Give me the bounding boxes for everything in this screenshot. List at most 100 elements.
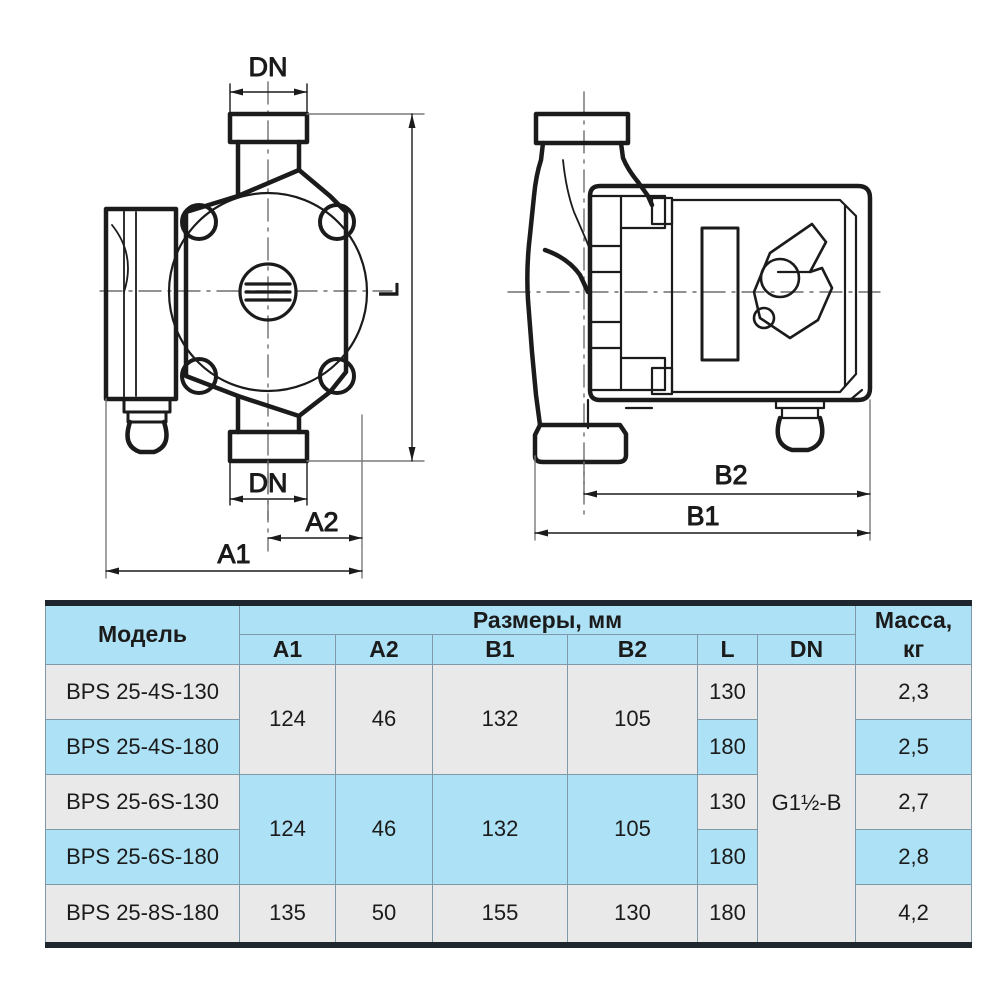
bolt-boss-top-left — [180, 203, 218, 241]
header-mass-line1: Масса, — [874, 607, 953, 633]
table-row[interactable]: BPS 25-4S-130 124 46 132 105 130 G1½-B 2… — [45, 663, 973, 945]
rib-notch-bottom — [650, 366, 674, 396]
cell-dn: G1½-B — [756, 663, 857, 945]
table-header-row-2: A1 A2 B1 B2 L DN — [46, 634, 972, 665]
bolt-boss-bottom-right — [318, 357, 356, 395]
volute-inner-line — [562, 159, 590, 248]
cell-a1: 124 — [239, 773, 336, 885]
table-head: Модель Размеры, мм Масса, кг A1 A2 B1 B2… — [45, 602, 973, 665]
header-dimensions-group: Размеры, мм — [238, 602, 857, 636]
dimension-a2 — [267, 414, 363, 552]
dimension-dn-bottom — [229, 460, 308, 506]
dim-label-b2: B2 — [714, 460, 747, 490]
cell-model: BPS 25-4S-130 — [45, 663, 240, 720]
rib-notch-top — [650, 196, 674, 226]
cell-a2: 46 — [335, 663, 433, 775]
cell-a1: 135 — [239, 883, 336, 946]
vent-plug-outer — [238, 262, 298, 322]
cell-b1: 132 — [432, 663, 568, 775]
header-a1: A1 — [239, 634, 336, 665]
cell-b1: 132 — [432, 773, 568, 885]
motor-housing — [587, 183, 873, 403]
specifications-table-container: Модель Размеры, мм Масса, кг A1 A2 B1 B2… — [45, 600, 973, 948]
header-dn: DN — [756, 634, 857, 665]
cell-model: BPS 25-8S-180 — [45, 883, 240, 946]
table-body: BPS 25-4S-130 124 46 132 105 130 G1½-B 2… — [45, 663, 973, 946]
cell-b2: 105 — [567, 773, 698, 885]
cable-gland-body — [126, 410, 168, 424]
dimension-l — [306, 113, 425, 462]
display-panel — [700, 226, 740, 362]
dim-label-l: L — [374, 282, 404, 297]
technical-drawings-area: DN DN L — [99, 52, 881, 579]
bolt-boss-bottom-left — [180, 357, 218, 395]
cable-gland-nut — [125, 419, 169, 455]
pump-front-view: DN DN L — [99, 52, 425, 579]
header-model: Модель — [45, 602, 240, 665]
top-neck — [235, 139, 302, 199]
side-gland-body — [780, 406, 820, 420]
rib-top-block — [619, 194, 667, 230]
side-gland-nut — [775, 415, 825, 453]
selector-emblem-line — [776, 240, 828, 274]
header-b2: B2 — [567, 634, 698, 665]
header-mass-line2: кг — [903, 635, 925, 662]
cell-mass: 2,3 — [855, 663, 973, 720]
cell-l: 130 — [697, 773, 758, 830]
cell-model: BPS 25-6S-130 — [45, 773, 240, 830]
cell-mass: 2,8 — [855, 828, 973, 885]
bottom-neck — [235, 393, 302, 435]
cell-b1: 155 — [432, 883, 568, 946]
volute-left-wall — [525, 140, 546, 428]
header-a2: A2 — [335, 634, 433, 665]
dim-label-a2: A2 — [305, 507, 338, 537]
cell-model: BPS 25-4S-180 — [45, 718, 240, 775]
dim-label-dn-top: DN — [249, 52, 288, 82]
table-row[interactable]: BPS 25-8S-180 135 50 155 130 180 4,2 — [45, 883, 973, 946]
cell-b2: 105 — [567, 663, 698, 775]
selector-indicator-dot — [752, 306, 776, 330]
table-row[interactable]: BPS 25-6S-130 124 46 132 105 130 2,7 — [45, 773, 973, 885]
header-l: L — [697, 634, 758, 665]
cell-mass: 4,2 — [855, 883, 973, 946]
selector-emblem — [752, 222, 834, 340]
cell-a2: 50 — [335, 883, 433, 946]
volute-right-wall — [618, 140, 655, 208]
dim-label-a1: A1 — [217, 539, 250, 569]
cell-a2: 46 — [335, 773, 433, 885]
terminal-box — [103, 206, 179, 402]
bolt-boss-top-right — [318, 203, 356, 241]
side-gland-base — [774, 398, 826, 410]
selector-knob — [759, 257, 801, 299]
cell-b2: 130 — [567, 883, 698, 946]
pump-housing — [183, 167, 349, 419]
cell-model: BPS 25-6S-180 — [45, 828, 240, 885]
rib-lines — [588, 194, 667, 392]
dimension-a1 — [105, 398, 363, 579]
table-row[interactable]: BPS 25-6S-180 180 2,8 — [45, 828, 973, 885]
motor-flange-circle — [167, 191, 369, 393]
cell-l: 180 — [697, 883, 758, 946]
side-top-flange — [533, 111, 631, 146]
specifications-table: Модель Размеры, мм Масса, кг A1 A2 B1 B2… — [45, 600, 973, 948]
cell-l: 180 — [697, 828, 758, 885]
pump-side-view: B2 B1 — [507, 91, 881, 541]
vent-plug-slot — [244, 282, 292, 302]
pump-dimension-drawing-svg: DN DN L — [99, 52, 881, 579]
rib-bottom-block — [619, 356, 667, 392]
side-bottom-bevel — [822, 388, 864, 402]
side-bottom-flange — [532, 422, 629, 465]
dim-label-b1: B1 — [686, 501, 719, 531]
cell-l: 180 — [697, 718, 758, 775]
cell-l: 130 — [697, 663, 758, 720]
dimension-b2 — [583, 399, 871, 501]
terminal-box-curve — [111, 224, 129, 293]
cell-mass: 2,5 — [855, 718, 973, 775]
table-header-row-1: Модель Размеры, мм Масса, кг — [45, 602, 973, 665]
dimension-dn-top — [229, 83, 308, 119]
cable-gland-base — [122, 397, 172, 414]
volute-inner-curve — [542, 247, 591, 295]
dimension-b1 — [534, 455, 871, 541]
cell-mass: 2,7 — [855, 773, 973, 830]
top-flange — [227, 111, 310, 145]
